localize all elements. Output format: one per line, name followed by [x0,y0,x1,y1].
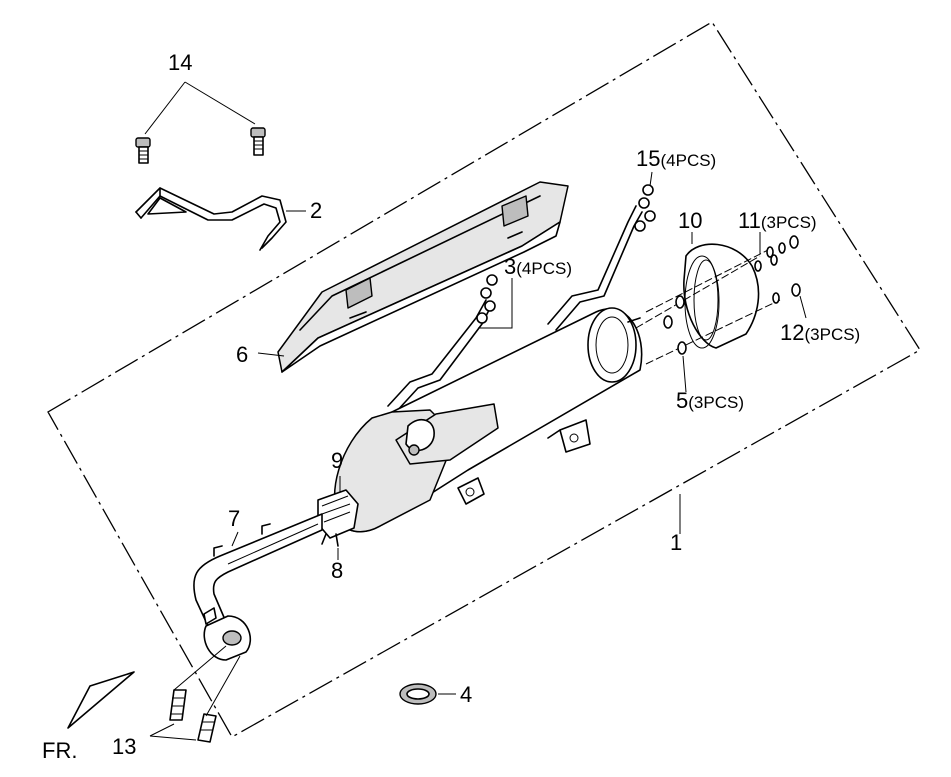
label-5-num: 5 [676,388,689,413]
label-front: FR. [42,738,78,763]
label-5-qty: (3PCS) [688,393,744,412]
label-8: 8 [331,558,344,583]
end-cap-10 [683,243,760,349]
label-1: 1 [670,530,683,555]
washer-5a [675,295,685,309]
label-2: 2 [310,198,323,223]
leader-14 [144,81,256,135]
label-12-num: 12 [780,320,805,345]
leader-7 [231,531,239,547]
label-12-qty: (3PCS) [804,325,861,344]
label-12: 12(3PCS) [780,322,860,344]
label-11: 11(3PCS) [738,210,817,232]
label-15-qty: (4PCS) [660,151,717,170]
leader-6 [257,352,285,357]
washer-5b [663,315,673,329]
label-3-num: 3 [504,254,517,279]
centerlines [635,247,781,365]
leader-12 [799,295,807,319]
washer-5c [677,341,687,355]
label-11-num: 11 [738,208,761,233]
label-10: 10 [678,208,703,233]
nuts-3 [476,274,498,324]
label-6: 6 [236,342,249,367]
clamp-9 [317,489,359,547]
label-3-qty: (4PCS) [516,259,572,278]
bolt-14-right [250,127,266,156]
label-15: 15(4PCS) [636,148,716,170]
nuts-15 [634,184,656,232]
label-5: 5(3PCS) [676,390,744,412]
stud-13a [169,689,187,721]
label-3: 3(4PCS) [504,256,572,278]
front-arrow [67,671,135,729]
label-9: 9 [331,448,344,473]
label-7: 7 [228,506,241,531]
label-14: 14 [168,50,193,75]
label-4: 4 [460,682,473,707]
leader-5 [682,355,687,393]
screws-12 [772,283,801,304]
heat-shield-6 [277,181,569,373]
bolt-14-left [135,137,151,164]
stud-13b [197,713,217,743]
bracket-2 [135,187,287,251]
assembly-boundary [47,21,921,738]
exhaust-pipe-7 [193,513,323,661]
label-13: 13 [112,734,137,759]
washers-11 [754,235,799,272]
label-11-qty: (3PCS) [760,213,817,232]
muffler-1 [333,205,643,533]
leader-13 [149,645,241,741]
leader-15 [649,171,653,187]
leader-3 [478,278,513,329]
gasket-4 [399,683,437,705]
label-15-num: 15 [636,146,661,171]
